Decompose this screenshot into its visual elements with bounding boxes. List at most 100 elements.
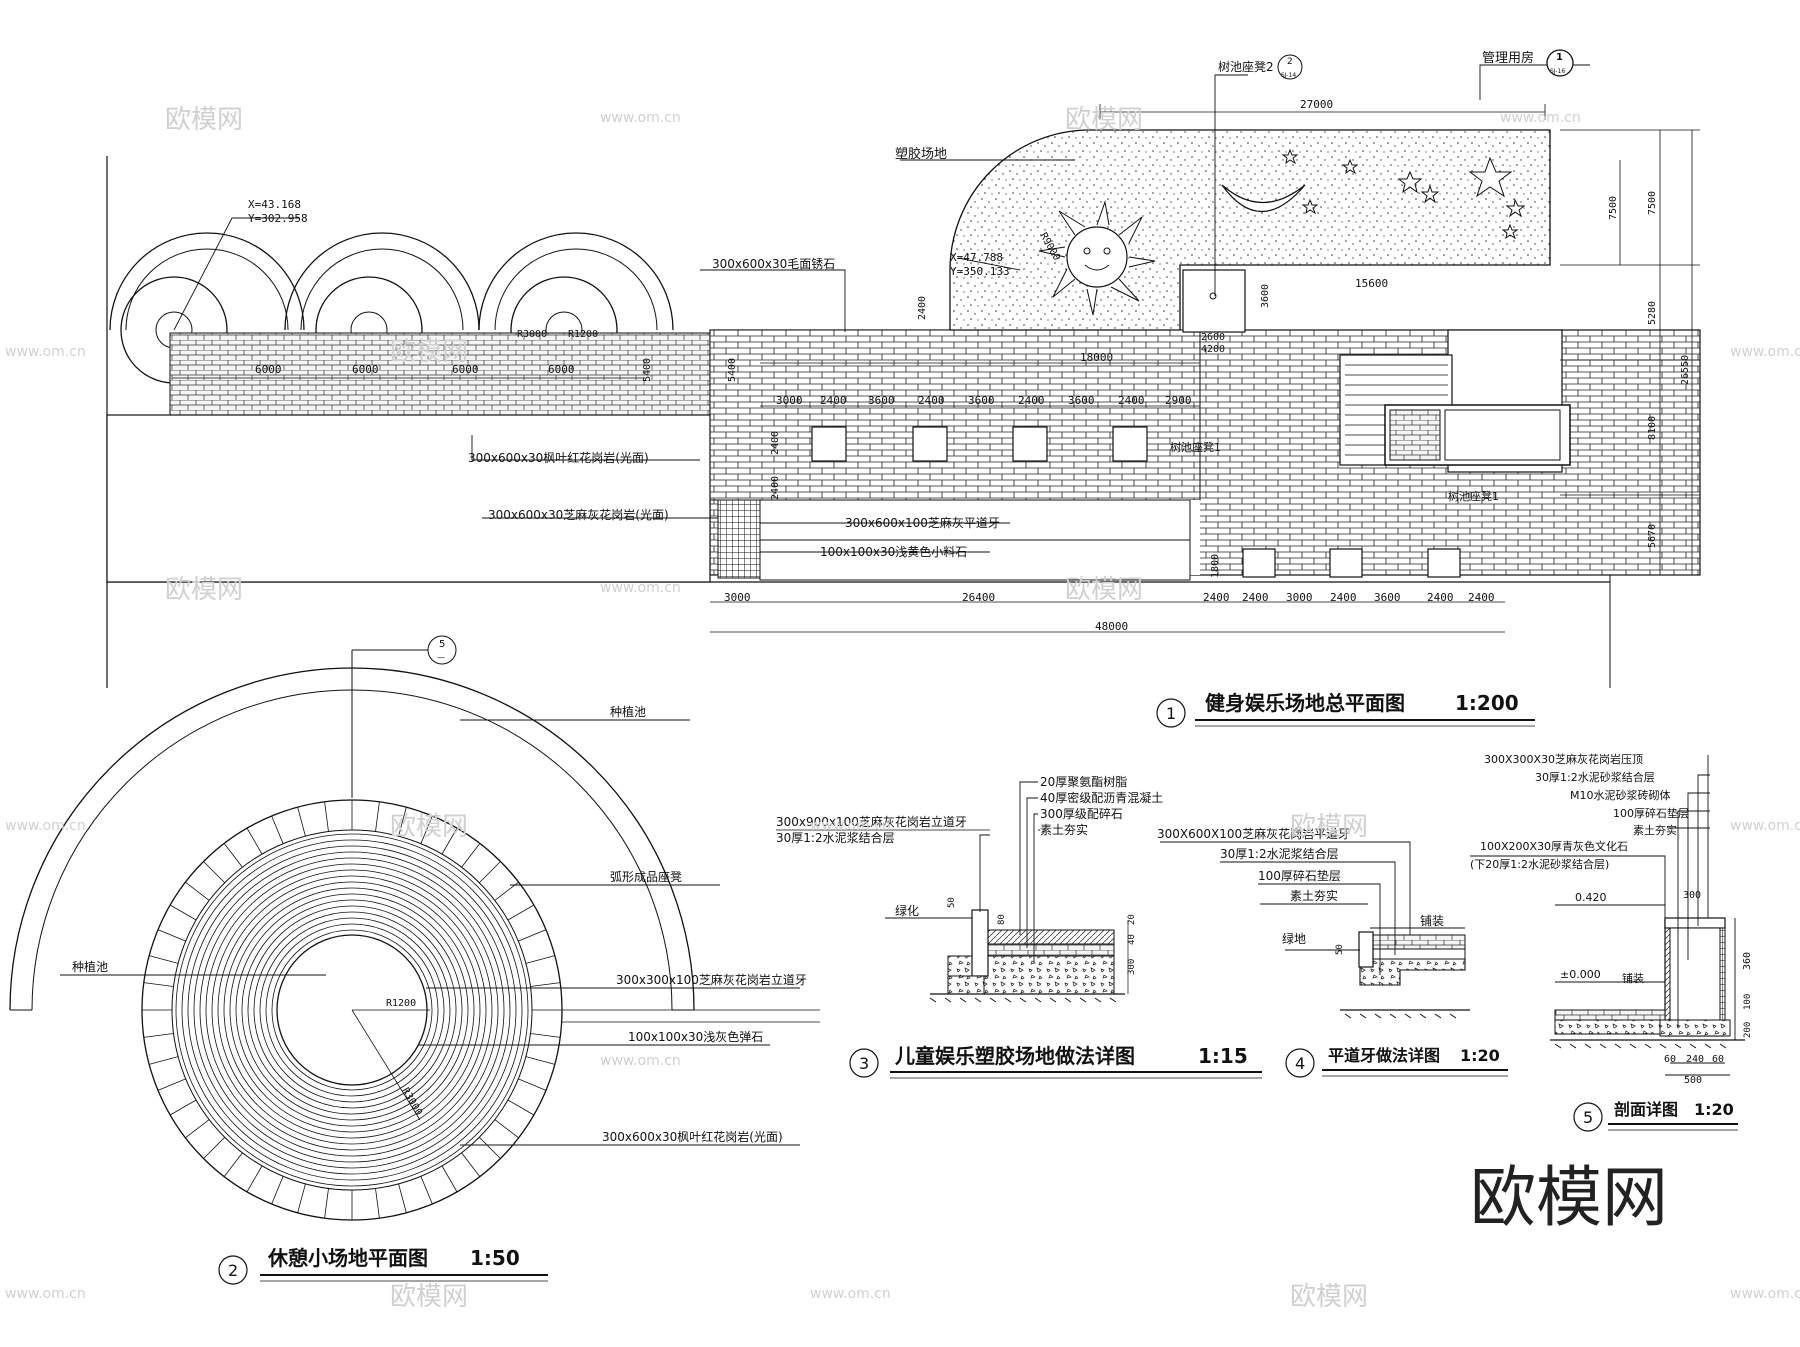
d3-number: 3 — [859, 1054, 869, 1073]
tree-bench-2 — [1182, 269, 1246, 333]
dim-b6: 3600 — [1068, 394, 1095, 407]
d4-title: 平道牙做法详图 — [1328, 1046, 1440, 1065]
callout-tree-bench-b: 树池座凳1 — [1448, 489, 1499, 503]
ref-bench2-num: 2 — [1287, 57, 1293, 67]
pebble-ring — [199, 857, 505, 1163]
pebble-ring — [229, 887, 475, 1133]
wm-url-9: www.om.cn — [600, 1053, 681, 1069]
coord-a-y: Y=302.958 — [248, 212, 308, 225]
dim-b7: 2400 — [1118, 394, 1145, 407]
wm-url-11: www.om.cn — [810, 1286, 891, 1302]
paver-joint — [398, 807, 407, 837]
tree-boxes — [811, 426, 1461, 578]
paver-joint — [246, 827, 263, 855]
callout-small-stone: 100x100x30浅黄色小料石 — [820, 545, 967, 559]
dim-bot3: 2400 — [1242, 591, 1269, 604]
dim-a2: 6000 — [452, 363, 479, 376]
d3-side-0: 300x900x100芝麻灰花岗岩立道牙 — [776, 814, 967, 829]
d5-dim-0: 300 — [1683, 890, 1701, 901]
pebble-ring — [193, 851, 511, 1169]
pebble-ring — [241, 899, 463, 1121]
paver-joint — [461, 1152, 481, 1177]
dim-b1: 2400 — [820, 394, 847, 407]
paver-joint — [185, 1119, 210, 1139]
dim-b2: 3600 — [868, 394, 895, 407]
d5-dim-4: 60 — [1664, 1054, 1676, 1065]
paver-joint — [478, 861, 501, 884]
svg-text:Y=302.958: Y=302.958 — [248, 212, 308, 225]
dim-bot7: 2400 — [1427, 591, 1454, 604]
pebble-ring — [253, 911, 451, 1109]
d4-paving: 铺装 — [1420, 914, 1444, 928]
d5-dim-5: 240 — [1686, 1054, 1704, 1065]
label-curb: 300x300x100芝麻灰花岗岩立道牙 — [616, 972, 807, 987]
dim-r4: 26550 — [1680, 355, 1691, 385]
paver-joint — [530, 1033, 561, 1038]
label-maple: 300x600x30枫叶红花岗岩(光面) — [602, 1129, 783, 1144]
callout-maple-red: 300x600x30枫叶红花岗岩(光面) — [468, 450, 649, 465]
wm-8: 欧模网 — [390, 1282, 468, 1312]
paver-joint — [507, 904, 535, 921]
dim-bot5: 2400 — [1330, 591, 1357, 604]
paver-joint — [149, 955, 179, 964]
dim-a4: 5400 — [642, 358, 653, 382]
paver-joint — [420, 1176, 433, 1205]
wm-3: 欧模网 — [390, 337, 468, 367]
plan2-ref-sheet: — — [437, 653, 445, 662]
d4-layer-1: 30厚1:2水泥浆结合层 — [1220, 846, 1339, 861]
wm-url-2: www.om.cn — [1500, 110, 1581, 126]
small-stone-strip — [717, 499, 761, 579]
paver-joint — [324, 801, 329, 832]
dim-r0: 7500 — [1647, 191, 1658, 215]
d5-title: 剖面详图 — [1614, 1100, 1678, 1119]
d4-layer-2: 100厚碎石垫层 — [1258, 868, 1341, 883]
paver-joint — [525, 955, 555, 964]
dim-1800v: 1800 — [1210, 554, 1221, 578]
d3-dim-1: 80 — [997, 914, 1007, 925]
d5-side-0: 100X200X30厚青灰色文化石 — [1480, 839, 1628, 853]
wm-url-1: www.om.cn — [600, 110, 681, 126]
detail-5-section: 300X300X30芝麻灰花岗岩压顶 30厚1:2水泥砂浆结合层 M10水泥砂浆… — [1470, 752, 1753, 1132]
pebble-ring — [205, 863, 499, 1157]
d5-scale: 1:20 — [1694, 1100, 1734, 1119]
paver-joint — [420, 815, 433, 844]
brand-watermark: 欧模网 — [1470, 1159, 1668, 1236]
d3-dim-0: 50 — [947, 897, 957, 908]
plan2-number: 2 — [228, 1261, 238, 1280]
d5-level-0: ±0.000 — [1560, 968, 1601, 981]
d5-dim-2: 100 — [1743, 994, 1753, 1010]
stars — [1281, 148, 1526, 240]
pebble-ring — [265, 923, 439, 1097]
management-house — [1339, 329, 1571, 473]
dim-b0: 3000 — [776, 394, 803, 407]
d5-dim-7: 500 — [1684, 1075, 1702, 1086]
dim-bot8: 2400 — [1468, 591, 1495, 604]
plan2-scale: 1:50 — [470, 1246, 520, 1270]
wm-url-3: www.om.cn — [5, 344, 86, 360]
watermarks: 欧模网 www.om.cn 欧模网 www.om.cn 欧模网 www.om.c… — [5, 105, 1800, 1312]
d3-dim-3: 40 — [1127, 934, 1137, 945]
dim-2400v: 2400 — [917, 296, 928, 320]
label-bench: 弧形成品座凳 — [610, 869, 682, 884]
paver-joint — [518, 929, 547, 942]
plan1-scale: 1:200 — [1455, 691, 1519, 715]
paver-joint — [246, 1165, 263, 1193]
plan1-number: 1 — [1166, 704, 1176, 723]
plan1-title: 健身娱乐场地总平面图 — [1205, 691, 1405, 715]
pebble-ring — [181, 839, 523, 1181]
dim-r3: 5670 — [1647, 524, 1658, 548]
d4-dim-0: 50 — [1335, 944, 1345, 955]
d3-layer-1: 40厚密级配沥青混凝土 — [1040, 790, 1163, 805]
dim-a1: 6000 — [352, 363, 379, 376]
d4-green: 绿地 — [1282, 931, 1306, 946]
svg-text:X=43.168: X=43.168 — [248, 198, 301, 211]
coord-b-x: X=47.788 — [950, 251, 1003, 264]
d3-layer-3: 素土夯实 — [1040, 822, 1088, 837]
pebble-ring — [187, 845, 517, 1175]
paver-joint — [271, 815, 284, 844]
dim-b4: 3600 — [968, 394, 995, 407]
d5-layer-2: M10水泥砂浆砖砌体 — [1570, 788, 1671, 802]
ref-mgmt-num: 1 — [1556, 52, 1563, 63]
paver-joint — [507, 1099, 535, 1116]
